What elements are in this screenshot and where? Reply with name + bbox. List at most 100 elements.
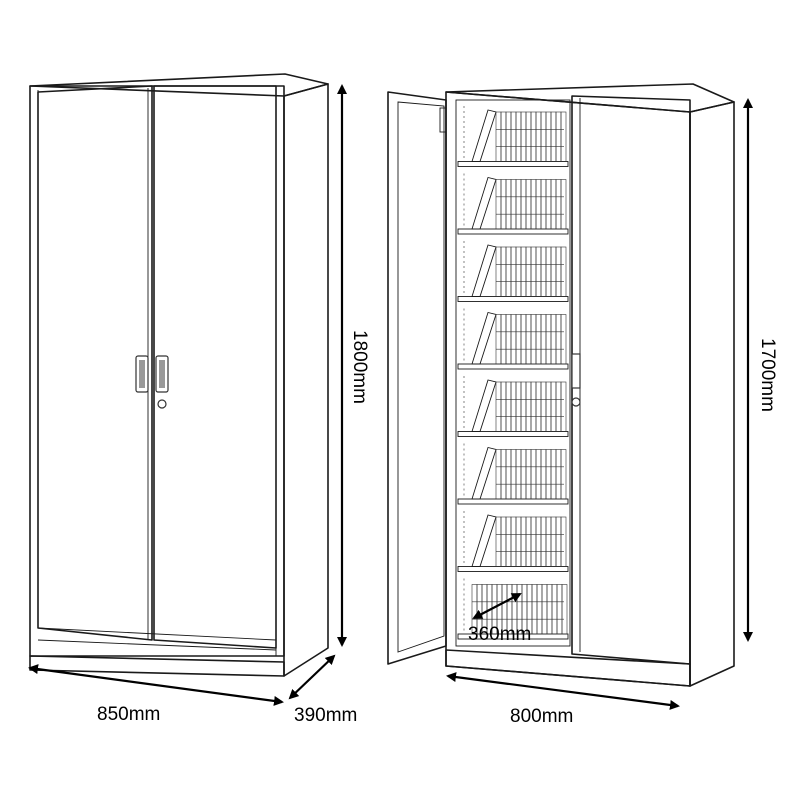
right-handle-grip [159, 360, 165, 388]
book [536, 584, 543, 635]
book [560, 449, 567, 500]
depth-arrow-390 [288, 654, 336, 700]
book [505, 314, 512, 365]
shelf-depth-arrow-360 [472, 593, 522, 619]
book [545, 314, 552, 365]
shelf-4 [457, 363, 569, 370]
width-label-800: 800mm [510, 706, 573, 727]
shelves-group [457, 106, 569, 640]
book [495, 246, 502, 297]
book [540, 381, 547, 432]
book [505, 516, 512, 567]
book [500, 516, 507, 567]
open-dimensions: 1700mm 800mm 360mm [446, 98, 778, 727]
book [545, 246, 552, 297]
book [561, 584, 568, 635]
book [530, 449, 537, 500]
width-label-850: 850mm [97, 704, 160, 725]
left-handle-grip [139, 360, 145, 388]
book [560, 179, 567, 230]
book [510, 314, 517, 365]
book [555, 449, 562, 500]
book [550, 516, 557, 567]
book [555, 381, 562, 432]
book [515, 314, 522, 365]
book [530, 516, 537, 567]
book [525, 179, 532, 230]
book [551, 584, 558, 635]
book [515, 381, 522, 432]
shelf-5 [457, 431, 569, 437]
book [505, 246, 512, 297]
book [530, 179, 537, 230]
book [500, 381, 507, 432]
book [545, 179, 552, 230]
open-cabinet-side [689, 101, 735, 687]
book [560, 516, 567, 567]
book [520, 449, 527, 500]
book [560, 381, 567, 432]
book [545, 111, 552, 162]
open-cabinet-plinth [445, 649, 691, 687]
open-right-door [571, 95, 691, 665]
book [515, 179, 522, 230]
book [540, 111, 547, 162]
shelf-3 [457, 296, 569, 302]
book [505, 449, 512, 500]
depth-label-390: 390mm [294, 705, 357, 726]
book [550, 381, 557, 432]
book [545, 516, 552, 567]
closed-right-door [153, 85, 277, 649]
book [540, 246, 547, 297]
book [510, 246, 517, 297]
book [540, 449, 547, 500]
shelf-7 [457, 566, 569, 572]
book [546, 584, 553, 635]
book [531, 584, 538, 635]
book [535, 314, 542, 365]
book [510, 381, 517, 432]
book [540, 179, 547, 230]
open-lock-icon [571, 397, 581, 407]
leaning-book-2 [471, 176, 497, 230]
book [535, 516, 542, 567]
book [541, 584, 548, 635]
open-cabinet [387, 83, 735, 687]
book [495, 449, 502, 500]
book [555, 246, 562, 297]
leaning-book-5 [471, 379, 497, 432]
closed-left-door [37, 85, 153, 641]
shelf-6 [457, 498, 569, 505]
book [540, 314, 547, 365]
book [530, 111, 537, 162]
book [545, 381, 552, 432]
book [505, 179, 512, 230]
book [495, 179, 502, 230]
book [530, 314, 537, 365]
book [545, 449, 552, 500]
book [500, 111, 507, 162]
book [560, 246, 567, 297]
book [530, 246, 537, 297]
book [510, 516, 517, 567]
leaning-book-1 [471, 109, 497, 162]
book [525, 246, 532, 297]
lock-icon [157, 399, 167, 409]
book [520, 246, 527, 297]
book [515, 516, 522, 567]
book [510, 449, 517, 500]
book [550, 449, 557, 500]
shelf-1 [457, 161, 569, 167]
book [525, 449, 532, 500]
closed-cabinet-side [283, 83, 329, 677]
leaning-book-7 [471, 514, 497, 567]
book [495, 516, 502, 567]
book [530, 381, 537, 432]
book [515, 449, 522, 500]
book [505, 381, 512, 432]
height-label-1700: 1700mm [757, 338, 778, 412]
book [560, 111, 567, 162]
book [515, 111, 522, 162]
